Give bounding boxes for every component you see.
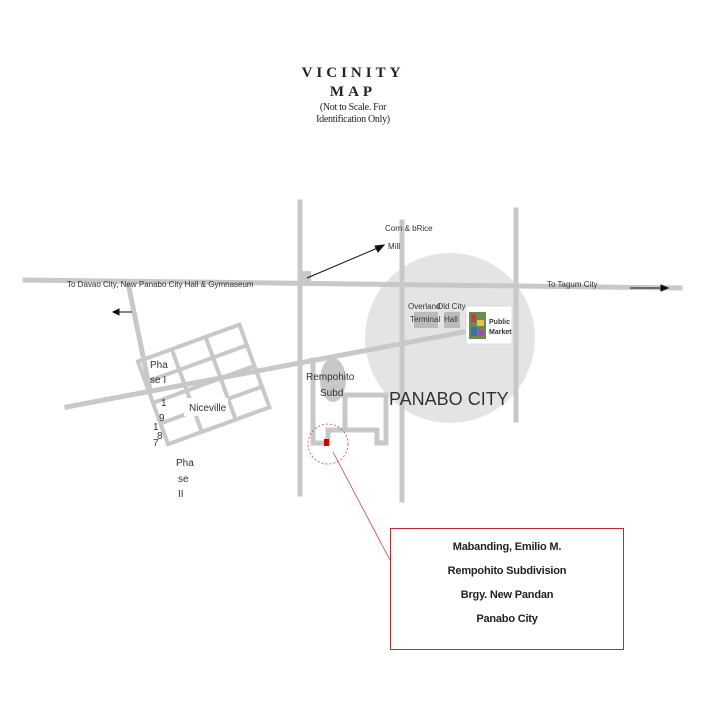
- arrow-to-mill-head: [374, 244, 386, 253]
- national-highway: [22, 277, 683, 291]
- address-name: Mabanding, Emilio M.: [452, 541, 562, 553]
- rempohito-subd-area: [320, 358, 346, 402]
- label-public-market-2: Market: [489, 329, 512, 336]
- label-rempohito-2: Subd: [320, 388, 343, 399]
- panabo-city-area: [365, 253, 535, 423]
- leader-line: [332, 451, 391, 561]
- label-niceville: Niceville: [189, 403, 227, 414]
- arrow-to-mill: [306, 246, 381, 279]
- city-hall-building: [444, 312, 460, 328]
- map-note-line1: (Not to Scale. For: [319, 102, 387, 113]
- niceville-label-bg: [184, 398, 228, 416]
- label-year-d: 8: [157, 431, 163, 442]
- location-marker: [324, 439, 329, 446]
- label-phase2-b: se: [178, 474, 189, 485]
- road-west-spur: [125, 280, 153, 393]
- rempohito-road: [310, 357, 389, 446]
- label-phase1-a: Pha: [150, 360, 168, 371]
- map-title-line2: MAP: [329, 84, 377, 100]
- label-overland-2: Old City: [437, 302, 465, 311]
- label-to-davao: To Davao City, New Panabo City Hall & Gy…: [67, 280, 254, 289]
- label-year-e: 7: [153, 438, 159, 449]
- map-title-line1: VICINITY: [301, 65, 405, 81]
- label-year-b: 9: [159, 413, 165, 424]
- label-year-c: 1: [153, 422, 159, 433]
- address-city: Panabo City: [476, 613, 538, 625]
- label-year-a: 1: [161, 398, 167, 409]
- address-barangay: Brgy. New Pandan: [460, 589, 554, 601]
- map-title-block: VICINITY MAP (Not to Scale. For Identifi…: [253, 64, 453, 126]
- overland-terminal-building: [414, 312, 438, 328]
- arrows: [111, 244, 670, 316]
- arrow-east-head: [660, 284, 670, 292]
- label-rempohito-1: Rempohito: [306, 372, 355, 383]
- label-public-market-1: Public: [489, 319, 510, 326]
- public-market-icon: [465, 305, 513, 345]
- label-terminal-2: Hall: [444, 315, 458, 324]
- address-subdivision: Rempohito Subdivision: [447, 565, 567, 577]
- label-phase1-b: se I: [150, 375, 166, 386]
- road-network: [22, 199, 683, 503]
- road-diagonal: [64, 327, 477, 410]
- label-corn-rice-2: Mill: [388, 242, 400, 251]
- label-terminal-1: Terminal: [410, 315, 440, 324]
- junction-box: [301, 271, 311, 281]
- label-phase2-a: Pha: [176, 458, 194, 469]
- location-circle: [307, 423, 349, 465]
- label-overland-1: Overland: [408, 302, 440, 311]
- label-corn-rice-1: Corn & bRice: [385, 224, 433, 233]
- address-box: Mabanding, Emilio M. Rempohito Subdivisi…: [390, 528, 624, 650]
- label-to-tagum: To Tagum City: [547, 280, 598, 289]
- map-note-line2: Identification Only): [316, 114, 390, 125]
- label-phase2-c: II: [178, 489, 184, 500]
- label-panabo-city: PANABO CITY: [389, 389, 509, 409]
- arrow-west-head: [111, 308, 120, 316]
